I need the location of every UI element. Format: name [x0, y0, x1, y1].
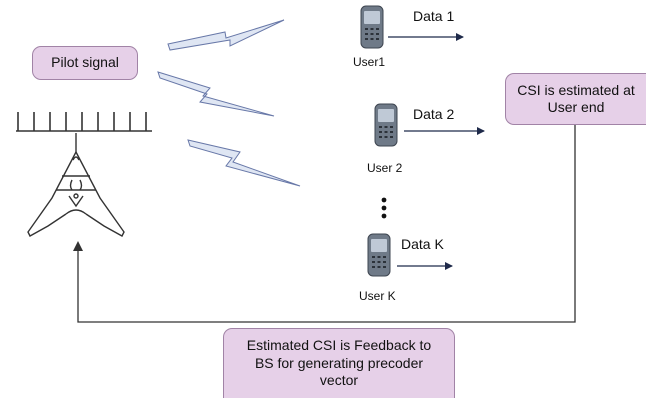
lightning-bolt-icon [167, 19, 285, 51]
base-station-tower-icon [27, 133, 125, 237]
user-label-1: User1 [353, 55, 386, 69]
antenna-array-icon [16, 112, 152, 132]
user-label-k: User K [359, 289, 396, 303]
csi-estimation-box: CSI is estimated at User end [505, 73, 646, 125]
vertical-ellipsis-icon [381, 197, 387, 219]
feedback-label: Estimated CSI is Feedback to BS for gene… [246, 337, 432, 389]
feedback-box: Estimated CSI is Feedback to BS for gene… [223, 328, 455, 398]
data-label-2: Data 2 [413, 106, 455, 122]
mobile-phone-icon [367, 233, 391, 277]
csi-estimation-label: CSI is estimated at User end [517, 81, 635, 116]
pilot-signal-label: Pilot signal [51, 54, 119, 71]
feedback-loop-line [73, 125, 576, 323]
data-label-k: Data K [401, 236, 444, 252]
mobile-phone-icon [360, 5, 384, 49]
user-label-2: User 2 [367, 161, 403, 175]
pilot-signal-box: Pilot signal [32, 46, 138, 80]
lightning-bolt-icon [157, 71, 275, 117]
mobile-phone-icon [374, 103, 398, 147]
data-label-1: Data 1 [413, 8, 455, 24]
lightning-bolt-icon [187, 139, 301, 187]
